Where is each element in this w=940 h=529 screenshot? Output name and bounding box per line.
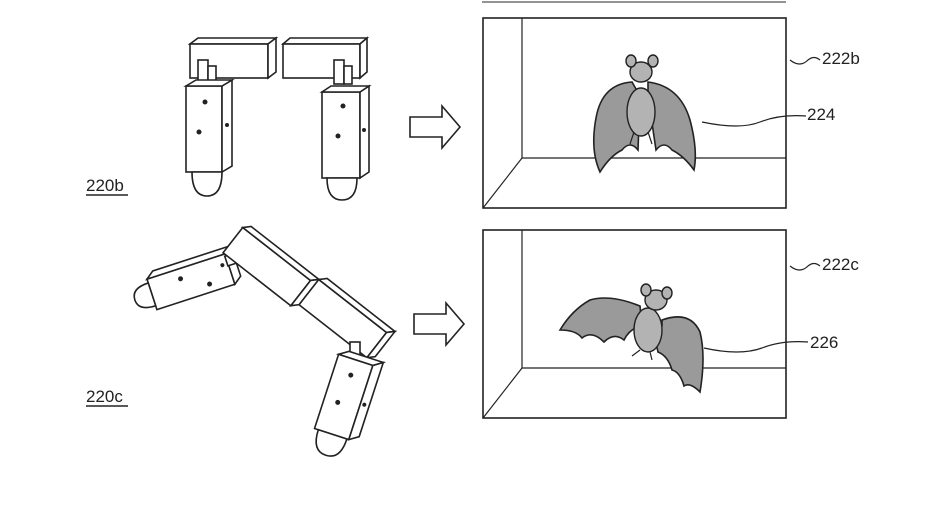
bat-226	[558, 283, 704, 394]
leader-222c	[789, 262, 821, 271]
label-220c: 220c	[86, 387, 123, 406]
bat-224	[592, 54, 697, 174]
leader-224	[701, 115, 807, 127]
robot-220c	[133, 225, 397, 457]
robot-220b-joint-right-inner	[343, 65, 353, 85]
robot-220c-leg	[313, 350, 387, 457]
label-224: 224	[807, 105, 835, 124]
robot-220b-left-leg	[183, 78, 235, 197]
robot-220c-upper-segment	[221, 225, 321, 307]
robot-220b	[183, 36, 372, 201]
label-226: 226	[810, 333, 838, 352]
robot-220b-top-right-segment	[280, 36, 370, 80]
label-222b: 222b	[822, 49, 860, 68]
leader-226	[703, 341, 809, 353]
label-220b: 220b	[86, 176, 124, 195]
leader-222b	[789, 56, 821, 65]
right-arrow-icon	[409, 103, 462, 151]
robot-220c-lower-segment	[297, 277, 397, 359]
robot-220b-joint-right	[333, 59, 345, 85]
right-arrow-icon	[413, 300, 466, 348]
label-222c: 222c	[822, 255, 859, 274]
robot-220b-right-leg	[319, 84, 372, 201]
